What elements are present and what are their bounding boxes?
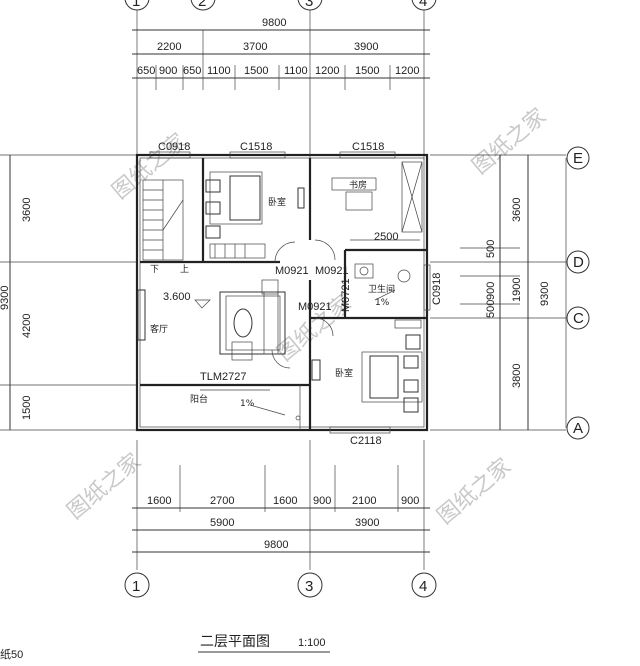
corner-text: 纸50 — [0, 648, 23, 661]
door-m0921-a: M0921 — [275, 265, 309, 277]
dim-bottom-detail-6: 900 — [401, 495, 419, 507]
dim-right-3: 1900 — [511, 278, 523, 302]
dim-top-detail-9: 1200 — [395, 65, 419, 77]
study-furniture — [314, 161, 423, 261]
dim-bottom-detail-5: 2100 — [352, 495, 376, 507]
dim-left-total: 9300 — [0, 286, 11, 310]
dim-right-4: 500 — [485, 300, 497, 318]
balcony — [200, 389, 301, 421]
dim-top-detail-2: 900 — [159, 65, 177, 77]
dim-top-detail-6: 1100 — [284, 65, 308, 77]
staircase: 下 上 — [142, 179, 189, 275]
drawing-scale: 1:100 — [298, 637, 326, 649]
dim-top-detail-8: 1500 — [355, 65, 379, 77]
bottom-dimensions: 1600 2700 1600 900 2100 900 5900 3900 98… — [132, 440, 430, 570]
top-dimensions: 9800 2200 3700 3900 650 900 650 1100 150… — [132, 10, 430, 160]
dim-right-900: 900 — [485, 282, 497, 300]
window-c1518-a: C1518 — [240, 141, 272, 153]
dim-bottom-mid-1: 5900 — [210, 517, 234, 529]
watermark: 图纸之家 — [63, 449, 146, 525]
dim-bottom-detail-3: 1600 — [273, 495, 297, 507]
room-bedroom-main: 卧室 — [268, 196, 286, 208]
axis-A: A — [573, 420, 583, 437]
room-bath: 卫生间 — [368, 283, 395, 295]
slope-balcony: 1% — [240, 399, 255, 409]
dim-top-mid-1: 2200 — [157, 41, 181, 53]
door-m0921-b: M0921 — [315, 265, 349, 277]
level-mark: 3.600 — [163, 291, 191, 303]
dim-left-3: 1500 — [21, 396, 33, 420]
axis-1-top: 1 — [132, 0, 140, 10]
dim-bottom-mid-2: 3900 — [355, 517, 379, 529]
bedroom-main-furniture — [205, 171, 305, 263]
room-living: 客厅 — [150, 323, 168, 335]
window-c0918-top: C0918 — [158, 141, 190, 153]
dim-top-detail-1: 650 — [137, 65, 155, 77]
dim-right-total: 9300 — [539, 282, 551, 306]
dim-top-detail-7: 1200 — [315, 65, 339, 77]
axis-3-bottom: 3 — [305, 578, 313, 595]
axis-D: D — [573, 254, 584, 271]
dim-top-total: 9800 — [262, 17, 286, 29]
dim-right-5: 3800 — [511, 364, 523, 388]
left-dimensions: 3600 4200 1500 9300 — [0, 154, 137, 431]
dim-right-1: 3600 — [511, 198, 523, 222]
building-outline — [135, 153, 429, 432]
window-c1518-b: C1518 — [352, 141, 384, 153]
room-bedroom-2: 卧室 — [335, 367, 353, 379]
door-tlm2727: TLM2727 — [200, 371, 246, 383]
window-c0918-right: C0918 — [431, 273, 443, 305]
axis-3-top: 3 — [305, 0, 313, 10]
dim-bottom-detail-1: 1600 — [147, 495, 171, 507]
axis-E: E — [573, 150, 583, 167]
living-furniture — [137, 279, 334, 369]
bedroom-2-furniture — [311, 334, 423, 413]
right-axis-bubbles: E D C A — [566, 146, 590, 440]
watermark: 图纸之家 — [468, 104, 551, 180]
axis-4-bottom: 4 — [419, 578, 427, 595]
dim-bottom-detail-4: 900 — [313, 495, 331, 507]
axis-2-top: 2 — [198, 0, 206, 10]
windows — [149, 151, 431, 434]
dim-left-1: 3600 — [21, 198, 33, 222]
drawing-title: 二层平面图 — [200, 634, 270, 650]
room-balcony: 阳台 — [190, 393, 208, 405]
dim-left-2: 4200 — [21, 314, 33, 338]
slope-bath: 1% — [375, 298, 390, 308]
dim-top-mid-2: 3700 — [243, 41, 267, 53]
door-m0721: M0721 — [340, 278, 352, 312]
dim-right-2: 500 — [485, 240, 497, 258]
top-axis-bubbles: 1 2 3 4 — [124, 0, 437, 11]
bottom-axis-bubbles: 1 3 4 — [124, 572, 437, 598]
door-m0921-c: M0921 — [298, 301, 332, 313]
stairs-up: 上 — [180, 264, 189, 275]
axis-1-bottom: 1 — [132, 578, 140, 595]
dim-2500: 2500 — [374, 231, 398, 243]
right-dimensions: 3600 500 1900 500 3800 900 9300 — [430, 154, 567, 431]
bath-fixtures — [354, 263, 422, 329]
stairs-down: 下 — [150, 265, 159, 275]
axis-4-top: 4 — [419, 0, 427, 10]
window-c2118: C2118 — [350, 435, 382, 447]
dim-top-mid-3: 3900 — [354, 41, 378, 53]
dim-bottom-detail-2: 2700 — [210, 495, 234, 507]
dim-top-detail-4: 1100 — [207, 65, 231, 77]
dim-top-detail-3: 650 — [183, 65, 201, 77]
watermark: 图纸之家 — [433, 454, 516, 530]
room-study: 书房 — [349, 179, 367, 191]
dim-top-detail-5: 1500 — [244, 65, 268, 77]
dim-bottom-total: 9800 — [264, 539, 288, 551]
axis-C: C — [573, 310, 584, 327]
